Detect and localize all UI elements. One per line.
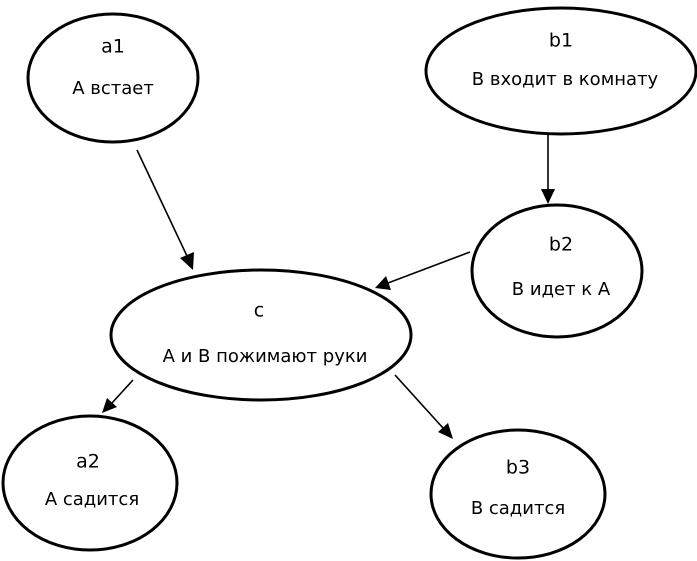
edge-c-to-a2 xyxy=(102,379,134,413)
node-a2: a2 А садится xyxy=(1,414,179,552)
node-a1-label: А встает xyxy=(72,78,154,99)
node-b1-ellipse xyxy=(424,6,697,136)
edge-c-to-b3 xyxy=(394,374,453,439)
arrowhead xyxy=(541,189,555,204)
node-c-id: c xyxy=(254,300,264,322)
arrowhead xyxy=(438,423,453,439)
node-a2-id: a2 xyxy=(76,451,100,473)
node-a2-label: А садится xyxy=(45,489,139,510)
node-b3-id: b3 xyxy=(506,457,530,479)
edge-b1-to-b2 xyxy=(541,133,555,204)
node-b3-ellipse xyxy=(429,428,607,560)
arrowhead xyxy=(375,276,391,290)
node-a1-id: a1 xyxy=(101,36,125,58)
arrowhead xyxy=(102,398,117,413)
node-b2: b2 В идет к А xyxy=(470,203,644,339)
node-b2-ellipse xyxy=(470,203,644,339)
node-b3: b3 В садится xyxy=(429,428,607,560)
node-a1: a1 А встает xyxy=(26,12,200,144)
node-b2-label: В идет к А xyxy=(512,279,611,300)
edge-b2-to-c xyxy=(375,251,471,290)
node-c-ellipse xyxy=(109,268,413,402)
node-a1-ellipse xyxy=(26,12,200,144)
arrowhead xyxy=(180,252,194,270)
diagram-edges xyxy=(102,133,555,439)
node-b1-label: В входит в комнату xyxy=(472,69,659,90)
node-b3-label: В садится xyxy=(471,498,565,519)
node-b2-id: b2 xyxy=(549,234,573,256)
node-c-label: А и В пожимают руки xyxy=(163,346,368,367)
node-b1: b1 В входит в комнату xyxy=(424,6,697,136)
edge-a1-to-c xyxy=(136,149,194,270)
node-b1-id: b1 xyxy=(549,30,573,52)
node-c: c А и В пожимают руки xyxy=(109,268,413,402)
node-a2-ellipse xyxy=(1,414,179,552)
